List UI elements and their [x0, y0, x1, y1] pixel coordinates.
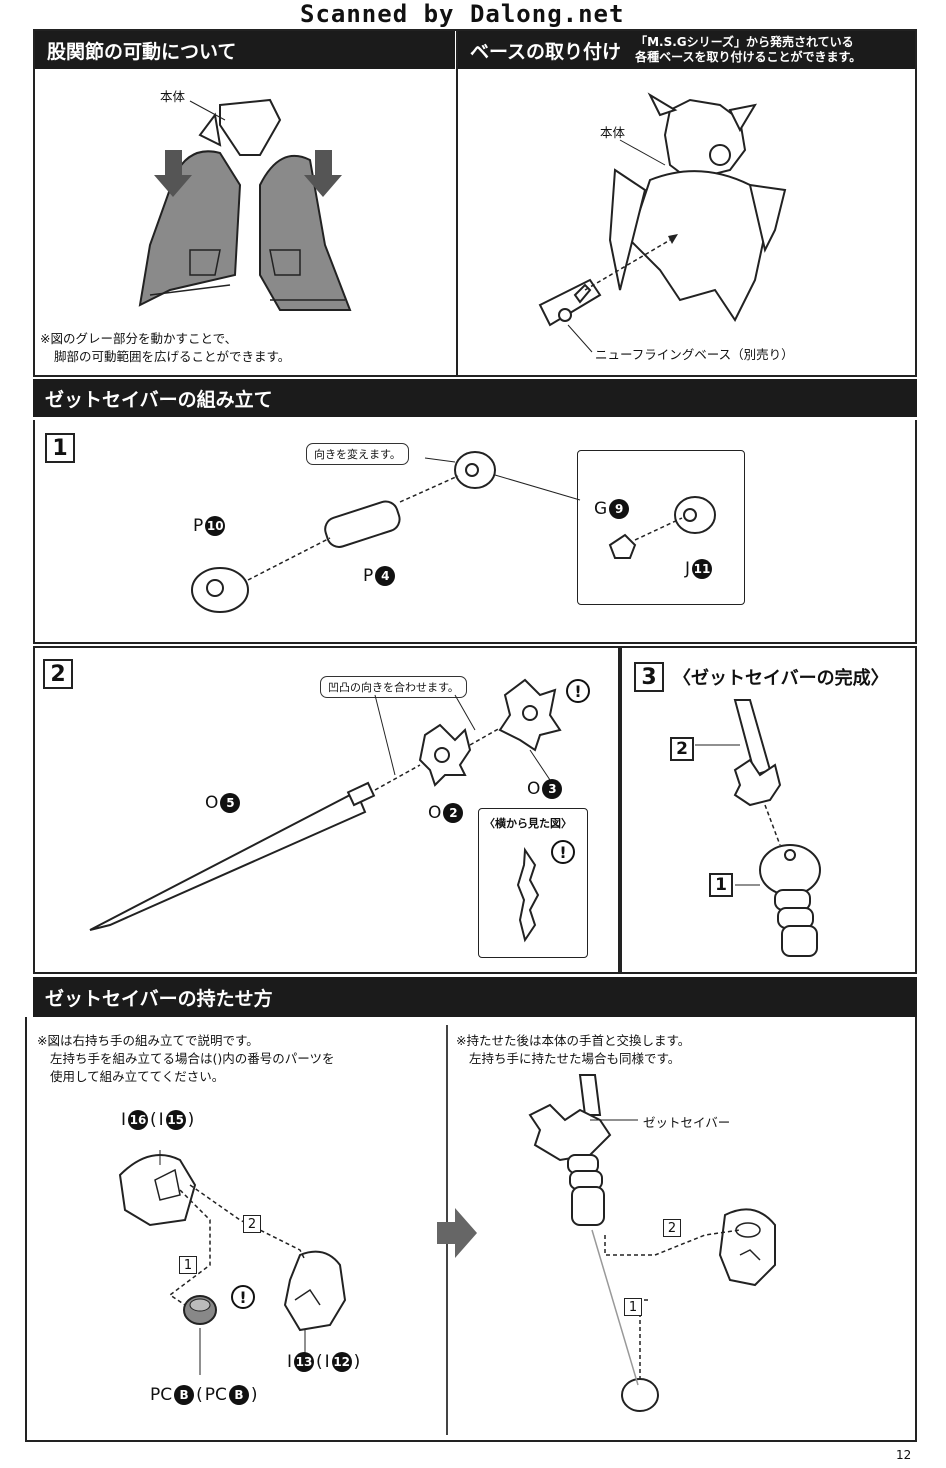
- part-pcb: PC B ( PC B ): [150, 1385, 258, 1405]
- step3-illustration: [695, 699, 821, 957]
- step1-frame: [33, 420, 917, 644]
- holding-frame: [25, 1017, 917, 1442]
- holding-left-step-1: 1: [179, 1256, 197, 1274]
- assembly-section-title: ゼットセイバーの組み立て: [45, 388, 273, 411]
- holding-left-illustration: [118, 1150, 347, 1375]
- step2-frame: [33, 646, 620, 974]
- part-i13: I 13 ( I 12 ): [287, 1352, 361, 1372]
- hip-illustration: [138, 98, 352, 311]
- page-number: 12: [896, 1448, 912, 1462]
- base-body-label: 本体: [600, 125, 626, 140]
- assembly-section-header: ゼットセイバーの組み立て: [33, 379, 917, 417]
- hip-note: ※図のグレー部分を動かすことで、 脚部の可動範囲を広げることができます。: [40, 331, 291, 364]
- watermark: Scanned by Dalong.net: [300, 0, 625, 28]
- holding-caution-icon: !: [231, 1285, 255, 1309]
- step2-number: 2: [43, 659, 73, 689]
- step1-detail-box: [577, 450, 745, 605]
- side-view-illustration: [516, 846, 540, 943]
- hip-section-title: 股関節の可動について: [47, 40, 237, 63]
- top-divider: [456, 29, 458, 377]
- holding-right-illustration: [528, 1074, 776, 1412]
- holding-right-note: ※持たせた後は本体の手首と交換します。 左持ち手に持たせた場合も同様です。: [456, 1033, 691, 1066]
- step1-detail-illustration: [608, 496, 716, 559]
- side-view-caution-icon: !: [551, 840, 575, 864]
- step3-number: 3: [634, 662, 664, 692]
- part-o3: O 3: [527, 779, 563, 799]
- step2-caution-icon: !: [566, 679, 590, 703]
- base-illustration: [538, 92, 787, 353]
- part-o2: O 2: [428, 803, 464, 823]
- part-j11: J 11: [685, 559, 713, 579]
- part-p4: P 4: [363, 566, 396, 586]
- step3-frame: [620, 646, 917, 974]
- side-view-title: 〈横から見た図〉: [484, 817, 572, 830]
- step3-ref-1: 1: [709, 873, 733, 897]
- holding-right-step-2: 2: [663, 1219, 681, 1237]
- top-frame: [33, 29, 917, 377]
- step3-title: 〈ゼットセイバーの完成〉: [673, 668, 889, 689]
- step1-callout: 向きを変えます。: [306, 443, 409, 465]
- holding-left-step-2: 2: [243, 1215, 261, 1233]
- step3-ref-2: 2: [670, 737, 694, 761]
- holding-section-title: ゼットセイバーの持たせ方: [45, 987, 273, 1010]
- part-o5: O 5: [205, 793, 241, 813]
- side-view-box: [478, 808, 588, 958]
- base-section-header: ベースの取り付け 「M.S.Gシリーズ」から発売されている 各種ベースを取り付け…: [458, 31, 915, 69]
- step2-illustration: [89, 678, 562, 931]
- step1-number: 1: [45, 433, 75, 463]
- saber-label: ゼットセイバー: [643, 1115, 731, 1130]
- part-i16: I 16 ( I 15 ): [121, 1110, 195, 1130]
- holding-section-header: ゼットセイバーの持たせ方: [33, 977, 917, 1017]
- holding-left-note: ※図は右持ち手の組み立てで説明です。 左持ち手を組み立てる場合は()内の番号のパ…: [37, 1033, 335, 1084]
- holding-right-step-1: 1: [624, 1298, 642, 1316]
- step2-callout: 凹凸の向きを合わせます。: [320, 676, 467, 698]
- base-subtitle: 「M.S.Gシリーズ」から発売されている 各種ベースを取り付けることができます。: [635, 35, 862, 64]
- holding-arrow-icon: [437, 1208, 477, 1258]
- hip-section-header: 股関節の可動について: [35, 31, 455, 69]
- hip-body-label: 本体: [160, 89, 186, 104]
- base-section-title: ベースの取り付け: [470, 40, 622, 63]
- step1-illustration: [191, 451, 581, 613]
- part-p10: P 10: [193, 516, 226, 536]
- base-stand-label: ニューフライングベース（別売り）: [595, 347, 794, 362]
- part-g9: G 9: [594, 499, 630, 519]
